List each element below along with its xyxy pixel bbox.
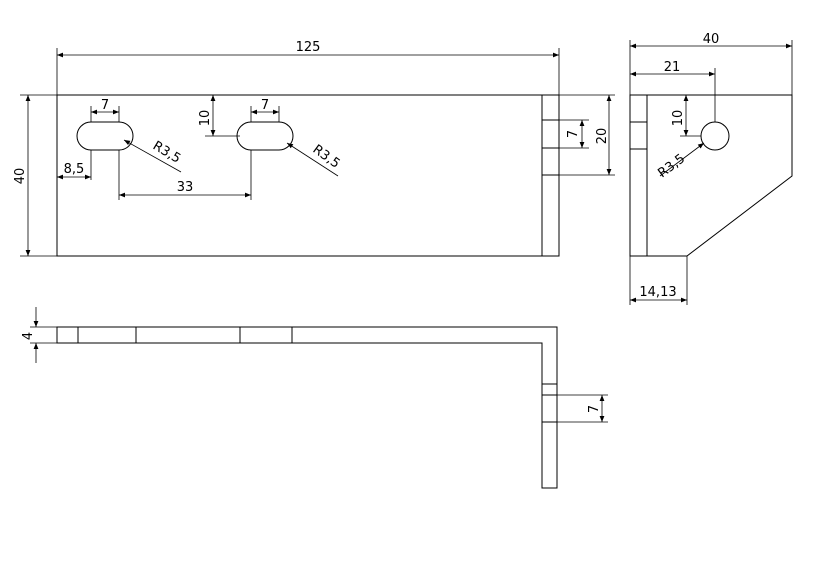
front-plate-outline	[56, 94, 560, 257]
top-profile-outline	[56, 326, 558, 489]
dim-plate-thickness: 4	[21, 332, 36, 340]
side-outline	[629, 94, 793, 257]
dim-tab-height-front: 20	[595, 128, 610, 145]
dim-chamfer-base: 14,13	[639, 285, 676, 300]
dim-tab-width-front: 7	[566, 130, 581, 138]
side-hole	[700, 121, 730, 151]
dim-slot-spacing: 33	[177, 180, 194, 195]
leader-line	[659, 142, 705, 177]
dim-slot-width-right: 7	[261, 98, 269, 113]
leader-line	[123, 139, 182, 173]
dim-slot-top-offset: 10	[198, 110, 213, 127]
front-view: 125 40 7 7 10 R3,5 R3,5 8,5 33	[13, 40, 615, 257]
slot-left	[76, 121, 134, 151]
dim-side-width: 40	[703, 32, 720, 47]
top-view: 4 7	[21, 307, 608, 489]
dim-slot-edge-offset: 8,5	[64, 162, 85, 177]
dim-hole-offset-y: 10	[671, 110, 686, 127]
leader-line	[286, 142, 339, 177]
dim-slot-width-left: 7	[101, 98, 109, 113]
side-view: 40 21 10 R3,5 14,13	[629, 32, 793, 305]
dim-hole-offset-x: 21	[664, 60, 681, 75]
dim-slot-radius-right: R3,5	[310, 142, 343, 172]
dim-bottom-tab-width: 7	[587, 405, 602, 413]
slot-right	[236, 121, 294, 151]
dim-plate-height: 40	[13, 168, 28, 185]
dim-hole-radius: R3,5	[655, 151, 688, 181]
dim-overall-length: 125	[296, 40, 321, 55]
dim-slot-radius-left: R3,5	[150, 139, 183, 167]
